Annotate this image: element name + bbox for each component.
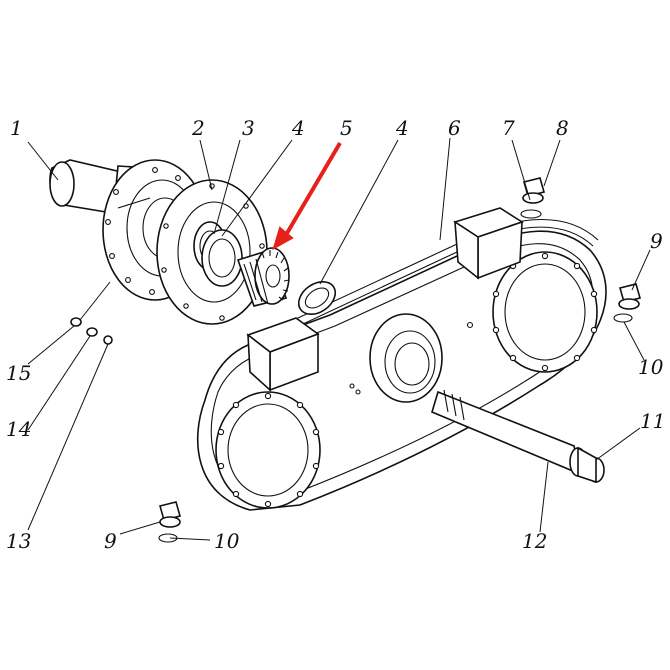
lower-flange-bolt-holes xyxy=(217,392,320,508)
callout-14: 14 xyxy=(6,417,31,441)
callout-4b: 4 xyxy=(395,116,409,140)
gearbox-housing xyxy=(196,207,607,511)
bearing-ring xyxy=(193,221,243,287)
leader-lines xyxy=(27,137,651,541)
mounting-bracket-right xyxy=(453,207,524,280)
bolt-washer-set xyxy=(70,317,113,345)
callout-1: 1 xyxy=(10,116,23,140)
callout-12: 12 xyxy=(522,529,547,553)
callout-5: 5 xyxy=(340,116,353,140)
callout-3: 3 xyxy=(242,116,255,140)
callout-9a: 9 xyxy=(650,229,663,253)
callout-13: 13 xyxy=(6,529,31,553)
callout-2: 2 xyxy=(191,116,205,140)
plug-bottom xyxy=(158,501,181,543)
breather-plug-top xyxy=(520,177,545,219)
callout-10a: 10 xyxy=(638,355,664,379)
callout-7: 7 xyxy=(502,116,515,140)
callout-15: 15 xyxy=(6,361,31,385)
plug-right xyxy=(613,283,641,323)
callout-10b: 10 xyxy=(214,529,240,553)
callout-11: 11 xyxy=(640,409,665,433)
highlight-arrow xyxy=(272,141,342,251)
output-shaft xyxy=(431,389,605,484)
seal-ring xyxy=(297,280,337,316)
callout-labels: 1 2 3 4 5 4 6 7 8 9 10 11 12 13 14 15 9 … xyxy=(6,116,665,553)
callout-9b: 9 xyxy=(104,529,117,553)
callout-4a: 4 xyxy=(291,116,305,140)
mounting-bracket-left xyxy=(246,317,320,392)
hub-bolt-holes xyxy=(105,167,205,295)
spur-gear xyxy=(236,247,290,307)
callout-8: 8 xyxy=(556,116,569,140)
callout-6: 6 xyxy=(448,116,461,140)
